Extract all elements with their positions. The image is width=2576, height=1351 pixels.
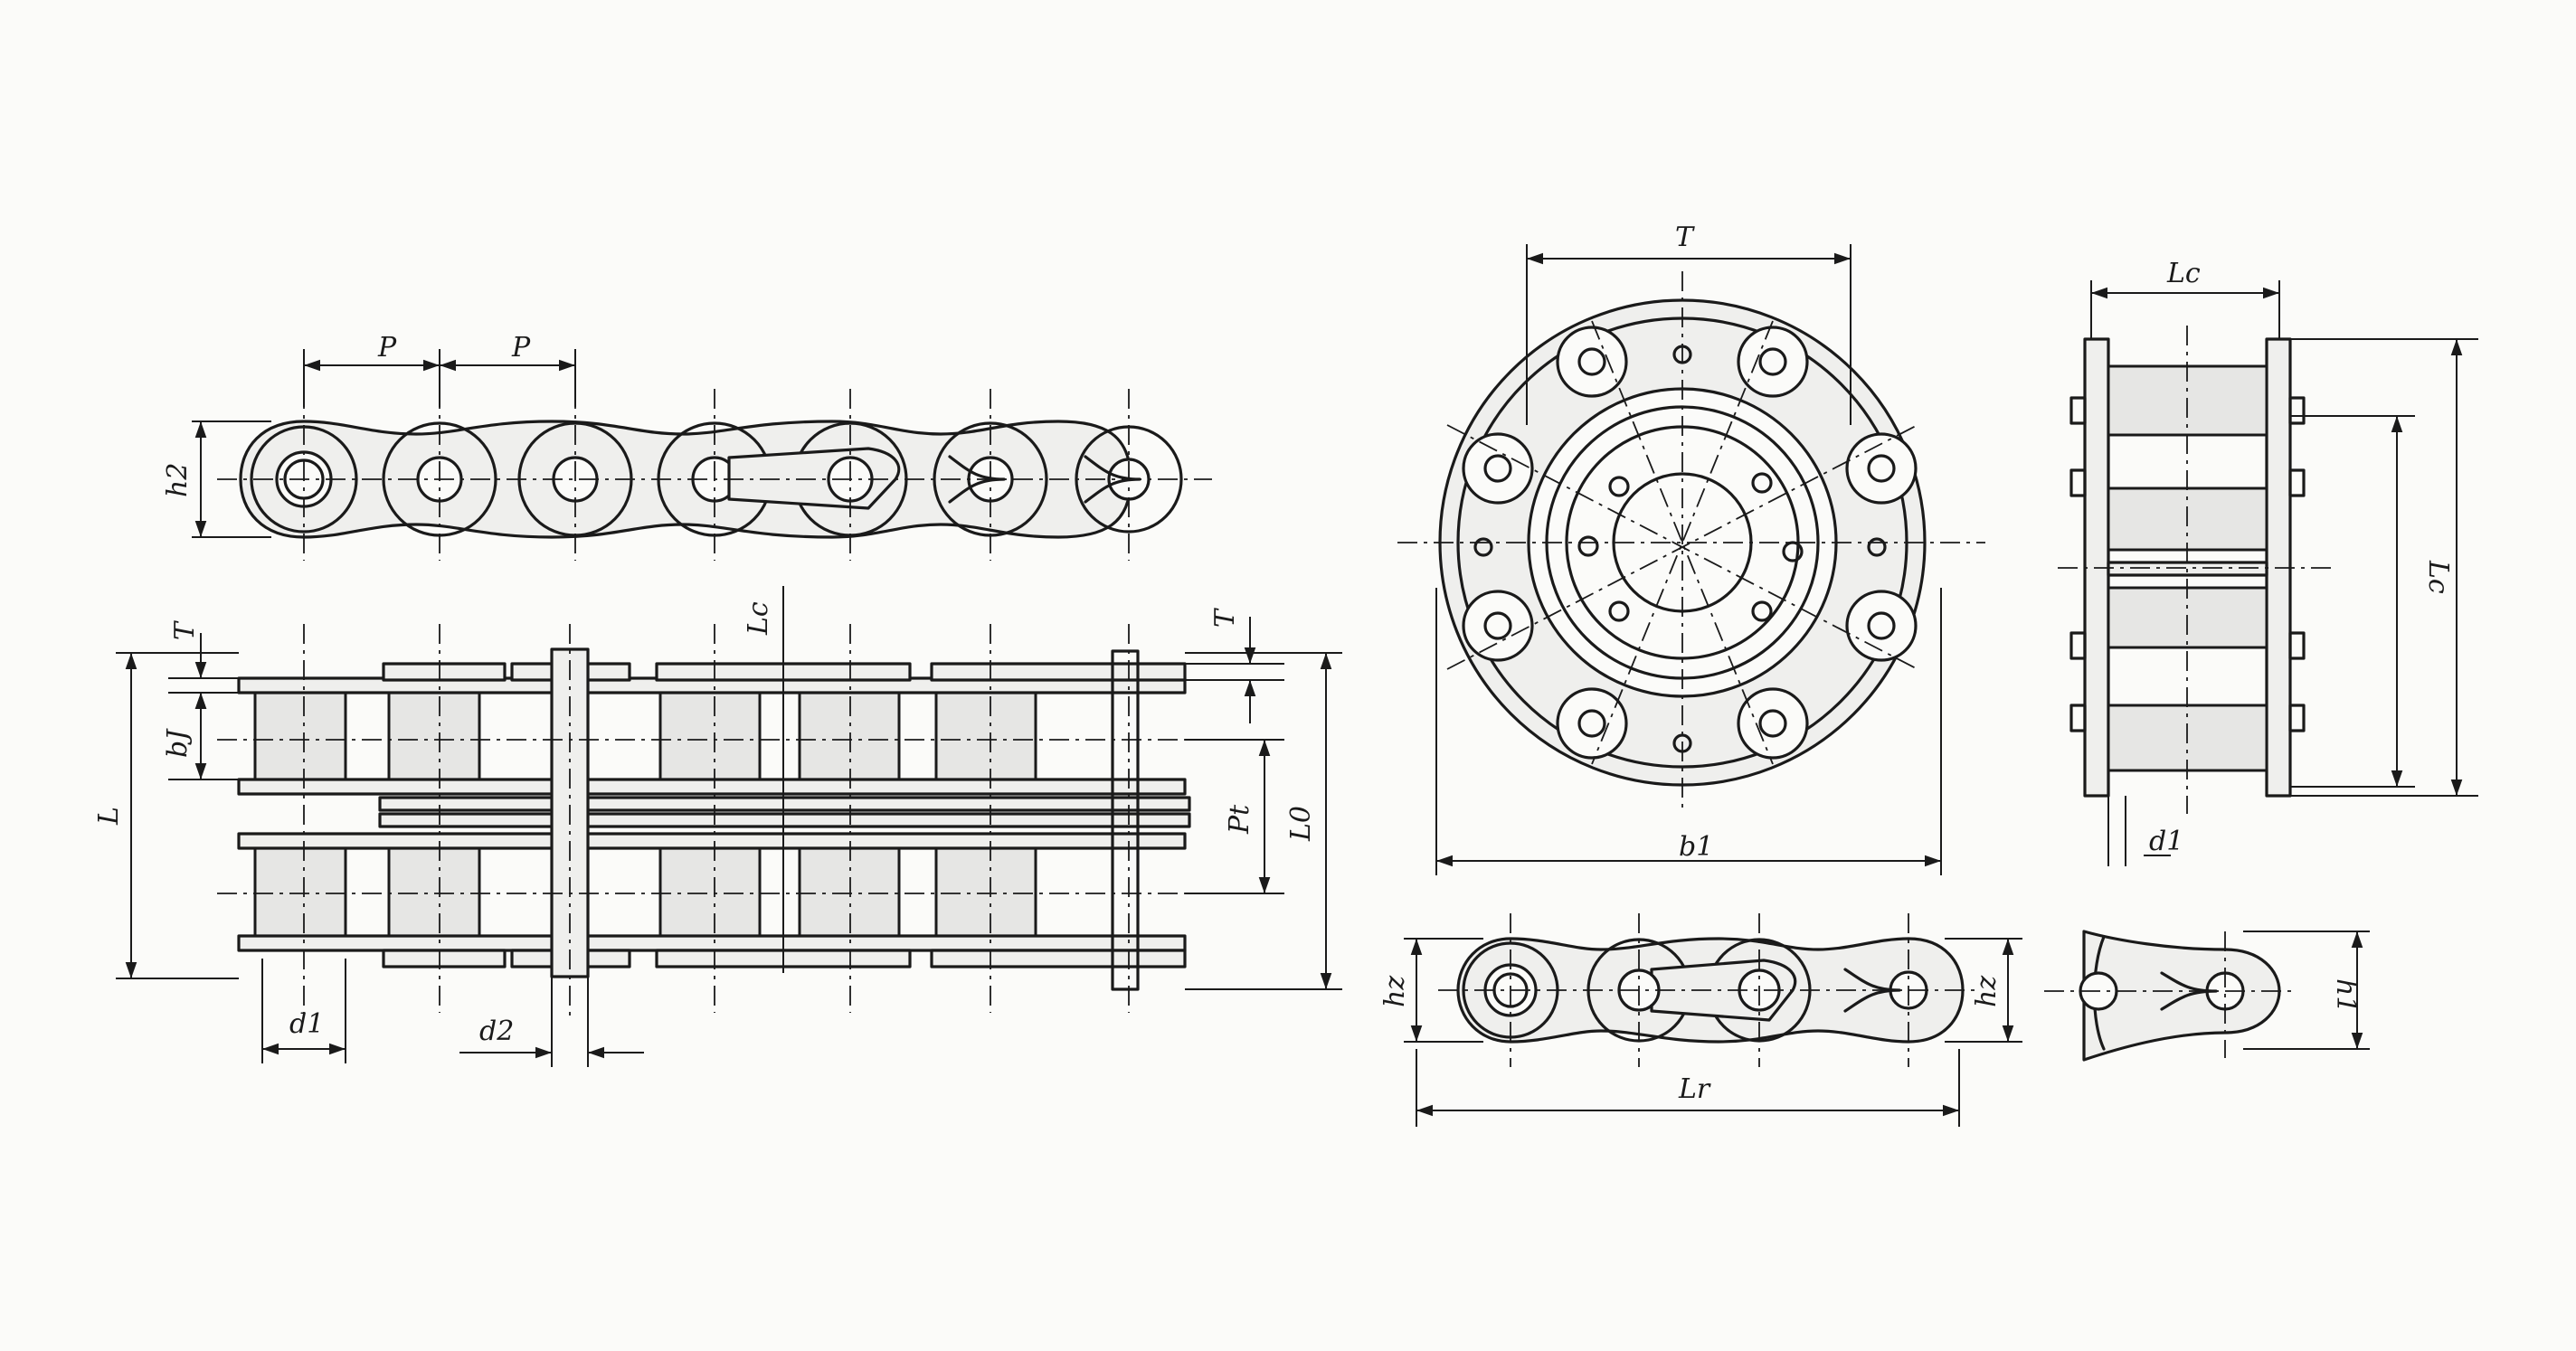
dim-lc-label-top: Lc <box>743 601 774 636</box>
spring-clip <box>727 447 901 510</box>
dim-b1-label-front: b1 <box>1679 831 1713 863</box>
dim-t-label-front: T <box>1675 222 1695 253</box>
dim-pt-label: Pt <box>1224 804 1255 835</box>
connecting-link-view: hz hz Lr <box>1379 913 2022 1127</box>
dim-d1-label: d1 <box>289 1008 324 1040</box>
dim-b1-label: bJ <box>162 728 194 758</box>
dim-h2-label-link: hz <box>1379 976 1411 1007</box>
dim-lr-label: Lr <box>1678 1073 1711 1105</box>
dim-t-label-left: T <box>169 620 201 640</box>
half-link-view: h1 <box>2044 930 2370 1062</box>
dim-h2-label-link-right: hz <box>1971 976 2003 1007</box>
chain-top-view: L T bJ Lc d1 d2 T Pt <box>93 586 1342 1067</box>
dim-h1-label: h1 <box>2330 978 2362 1013</box>
dim-t-label-right: T <box>1209 608 1241 628</box>
dim-d2-label: d2 <box>479 1016 514 1047</box>
coupling-front-view: T b1 <box>1397 222 1985 875</box>
dim-l-label: L <box>93 807 125 826</box>
dim-l0-label: L0 <box>1285 806 1317 842</box>
dim-h2-label-top: h2 <box>162 463 194 497</box>
dim-p-label-2: P <box>511 332 531 364</box>
coupling-side-view: Lc Lc d1 <box>2058 258 2478 866</box>
dim-d1-label-side: d1 <box>2149 826 2183 857</box>
dim-lc-label-vertical: Lc <box>2422 560 2454 594</box>
chain-side-view: P P h2 <box>162 332 1212 561</box>
dim-lc-label-side: Lc <box>2166 258 2201 289</box>
dim-p-label-1: P <box>377 332 397 364</box>
